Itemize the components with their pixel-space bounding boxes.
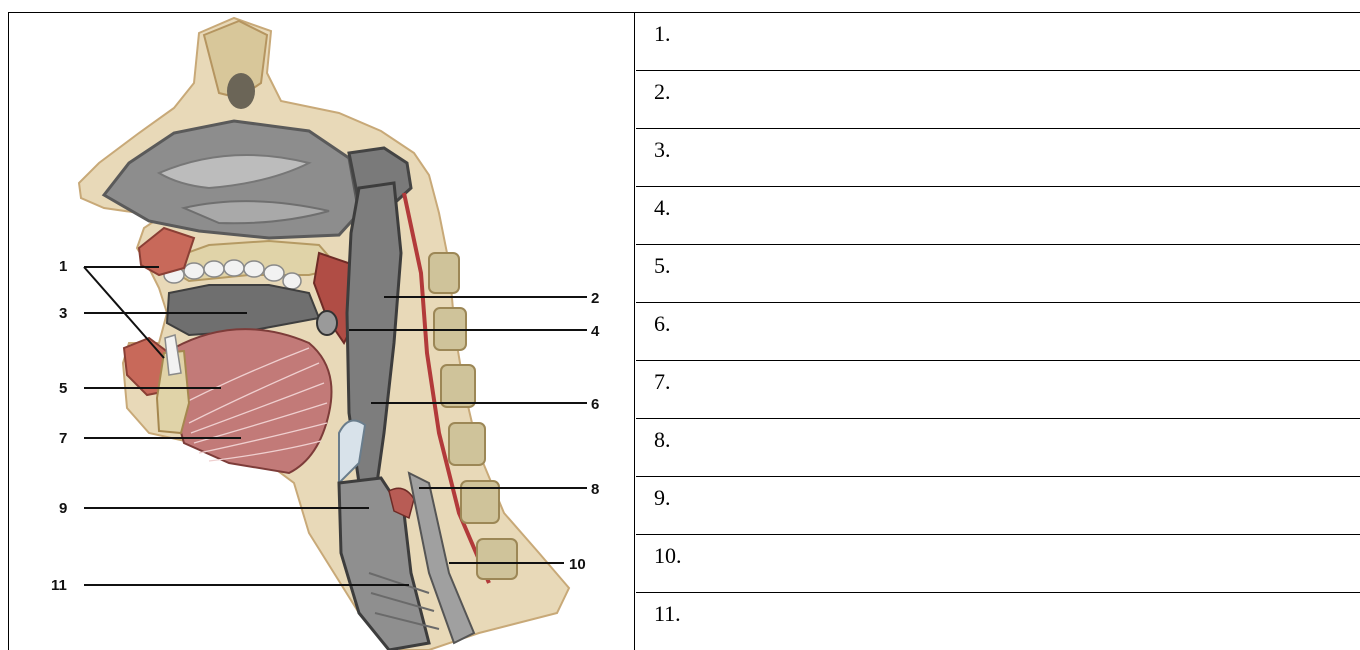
- callout-label-4: 4: [591, 323, 600, 340]
- answer-row-2[interactable]: 2.: [636, 71, 1360, 129]
- anatomy-figure-cell: 1 2 3 4 5 6 7 8 9 10 11: [9, 13, 635, 650]
- answer-number: 4.: [654, 195, 671, 221]
- head-neck-sagittal-illustration: 1 2 3 4 5 6 7 8 9 10 11: [9, 13, 635, 650]
- callout-label-11: 11: [51, 577, 67, 594]
- callout-label-7: 7: [59, 430, 67, 447]
- answer-number: 10.: [654, 543, 682, 569]
- answer-row-3[interactable]: 3.: [636, 129, 1360, 187]
- callout-label-2: 2: [591, 290, 599, 307]
- answer-row-8[interactable]: 8.: [636, 419, 1360, 477]
- answer-number: 3.: [654, 137, 671, 163]
- callout-label-5: 5: [59, 380, 67, 397]
- answer-row-6[interactable]: 6.: [636, 303, 1360, 361]
- answer-number: 11.: [654, 601, 681, 627]
- callout-label-3: 3: [59, 305, 67, 322]
- answer-number: 5.: [654, 253, 671, 279]
- callout-label-6: 6: [591, 396, 599, 413]
- callout-label-9: 9: [59, 500, 67, 517]
- answer-row-9[interactable]: 9.: [636, 477, 1360, 535]
- answer-row-5[interactable]: 5.: [636, 245, 1360, 303]
- answer-number: 8.: [654, 427, 671, 453]
- answer-number: 7.: [654, 369, 671, 395]
- answer-number: 9.: [654, 485, 671, 511]
- callout-label-10: 10: [569, 556, 586, 573]
- answer-row-11[interactable]: 11.: [636, 593, 1360, 650]
- answer-row-4[interactable]: 4.: [636, 187, 1360, 245]
- answer-number: 1.: [654, 21, 671, 47]
- tonsil: [317, 311, 337, 335]
- answer-row-7[interactable]: 7.: [636, 361, 1360, 419]
- callout-label-8: 8: [591, 481, 599, 498]
- frontal-sinus: [227, 73, 255, 109]
- callout-label-1: 1: [59, 258, 67, 275]
- answer-number: 6.: [654, 311, 671, 337]
- answer-number: 2.: [654, 79, 671, 105]
- tongue-muscle: [174, 329, 332, 473]
- answer-row-10[interactable]: 10.: [636, 535, 1360, 593]
- answer-row-1[interactable]: 1.: [636, 13, 1360, 71]
- answer-table: 1. 2. 3. 4. 5. 6. 7. 8. 9. 10. 11.: [636, 13, 1360, 650]
